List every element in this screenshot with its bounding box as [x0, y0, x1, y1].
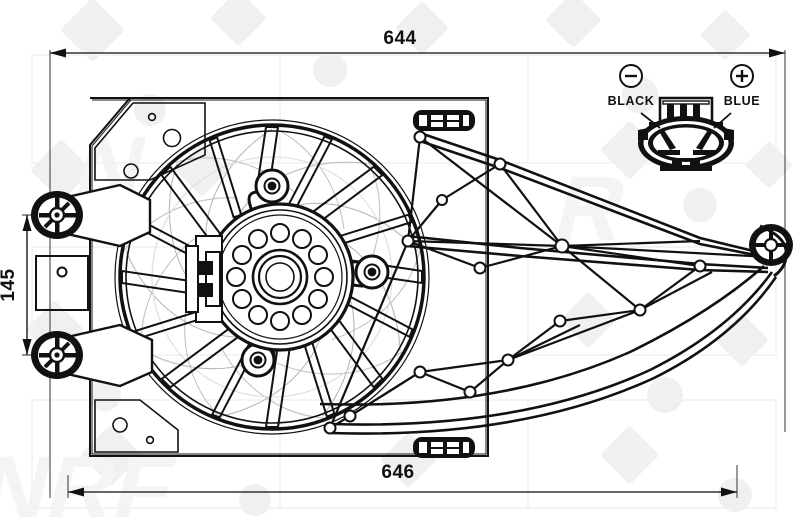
polarity-negative [619, 64, 661, 129]
truss-joint-nodes [323, 130, 707, 435]
motor-hub [205, 168, 390, 378]
shroud-corner-plate [94, 102, 206, 453]
polarity-negative-label: BLACK [608, 94, 655, 108]
dimension-left [22, 215, 32, 355]
hub-vent-holes [226, 223, 334, 331]
fan-ring [114, 119, 430, 435]
mount-bushing-bottom-left [31, 323, 154, 388]
motor-terminal-block [185, 235, 223, 323]
mount-bushing-right [749, 224, 793, 278]
retaining-clip-bottom [413, 437, 475, 458]
retaining-clip-top [413, 110, 475, 131]
truss-web-members [328, 136, 771, 429]
mount-bushing-top-left [31, 183, 152, 248]
polarity-positive [713, 64, 754, 129]
polarity-positive-label: BLUE [724, 94, 760, 108]
dimension-left-label: 145 [0, 268, 19, 301]
shroud-left-plate [35, 255, 89, 311]
svg-text:NRF: NRF [0, 436, 185, 517]
fan-shroud-frame [89, 97, 489, 457]
dimension-bottom [68, 487, 737, 497]
dimension-top [50, 48, 785, 58]
dimension-bottom-label: 646 [381, 462, 414, 483]
dimension-top-label: 644 [383, 28, 416, 49]
electrical-connector [638, 96, 734, 171]
